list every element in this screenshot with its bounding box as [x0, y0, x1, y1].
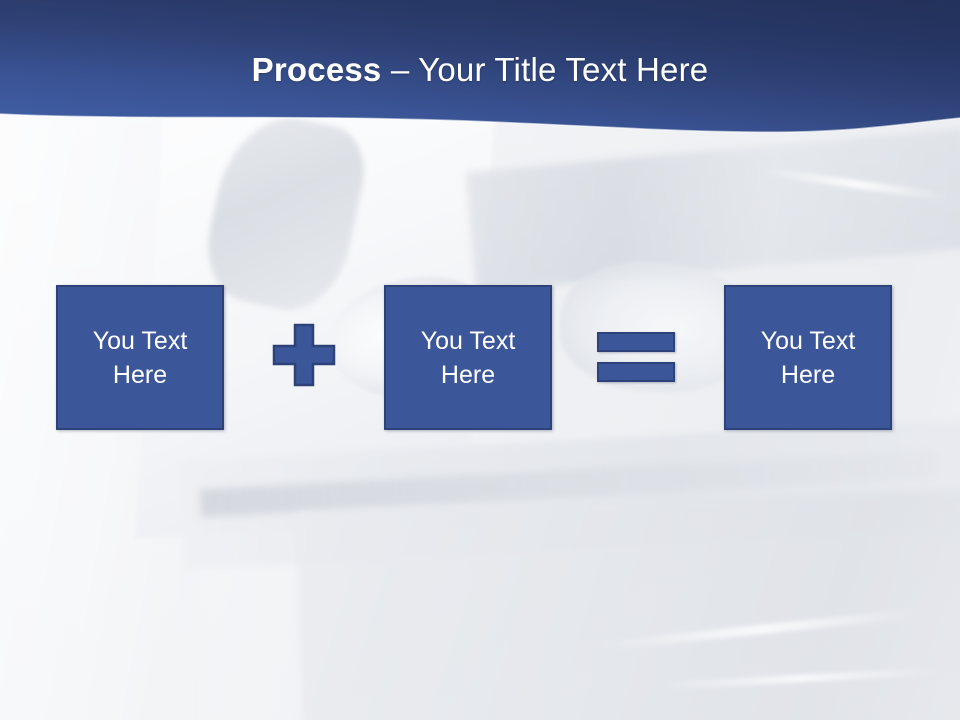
background-shape-grille	[465, 128, 960, 292]
header-wave-highlight	[0, 113, 960, 133]
process-box-3-label: You Text Here	[760, 326, 856, 389]
equals-icon	[597, 331, 677, 385]
page-title-rest: – Your Title Text Here	[381, 51, 709, 88]
background-shape-lower-body	[295, 488, 960, 720]
header-banner: Process – Your Title Text Here	[0, 0, 960, 145]
equals-icon-bar-bottom	[597, 362, 675, 382]
process-box-2[interactable]: You Text Here	[384, 285, 552, 430]
process-box-3[interactable]: You Text Here	[724, 285, 892, 430]
process-box-1[interactable]: You Text Here	[56, 285, 224, 430]
plus-icon	[272, 323, 336, 387]
page-title-strong: Process	[251, 51, 382, 88]
process-box-1-label: You Text Here	[92, 326, 188, 389]
page-title: Process – Your Title Text Here	[0, 50, 960, 90]
equals-icon-bar-top	[597, 332, 675, 352]
process-box-2-label: You Text Here	[420, 326, 516, 389]
